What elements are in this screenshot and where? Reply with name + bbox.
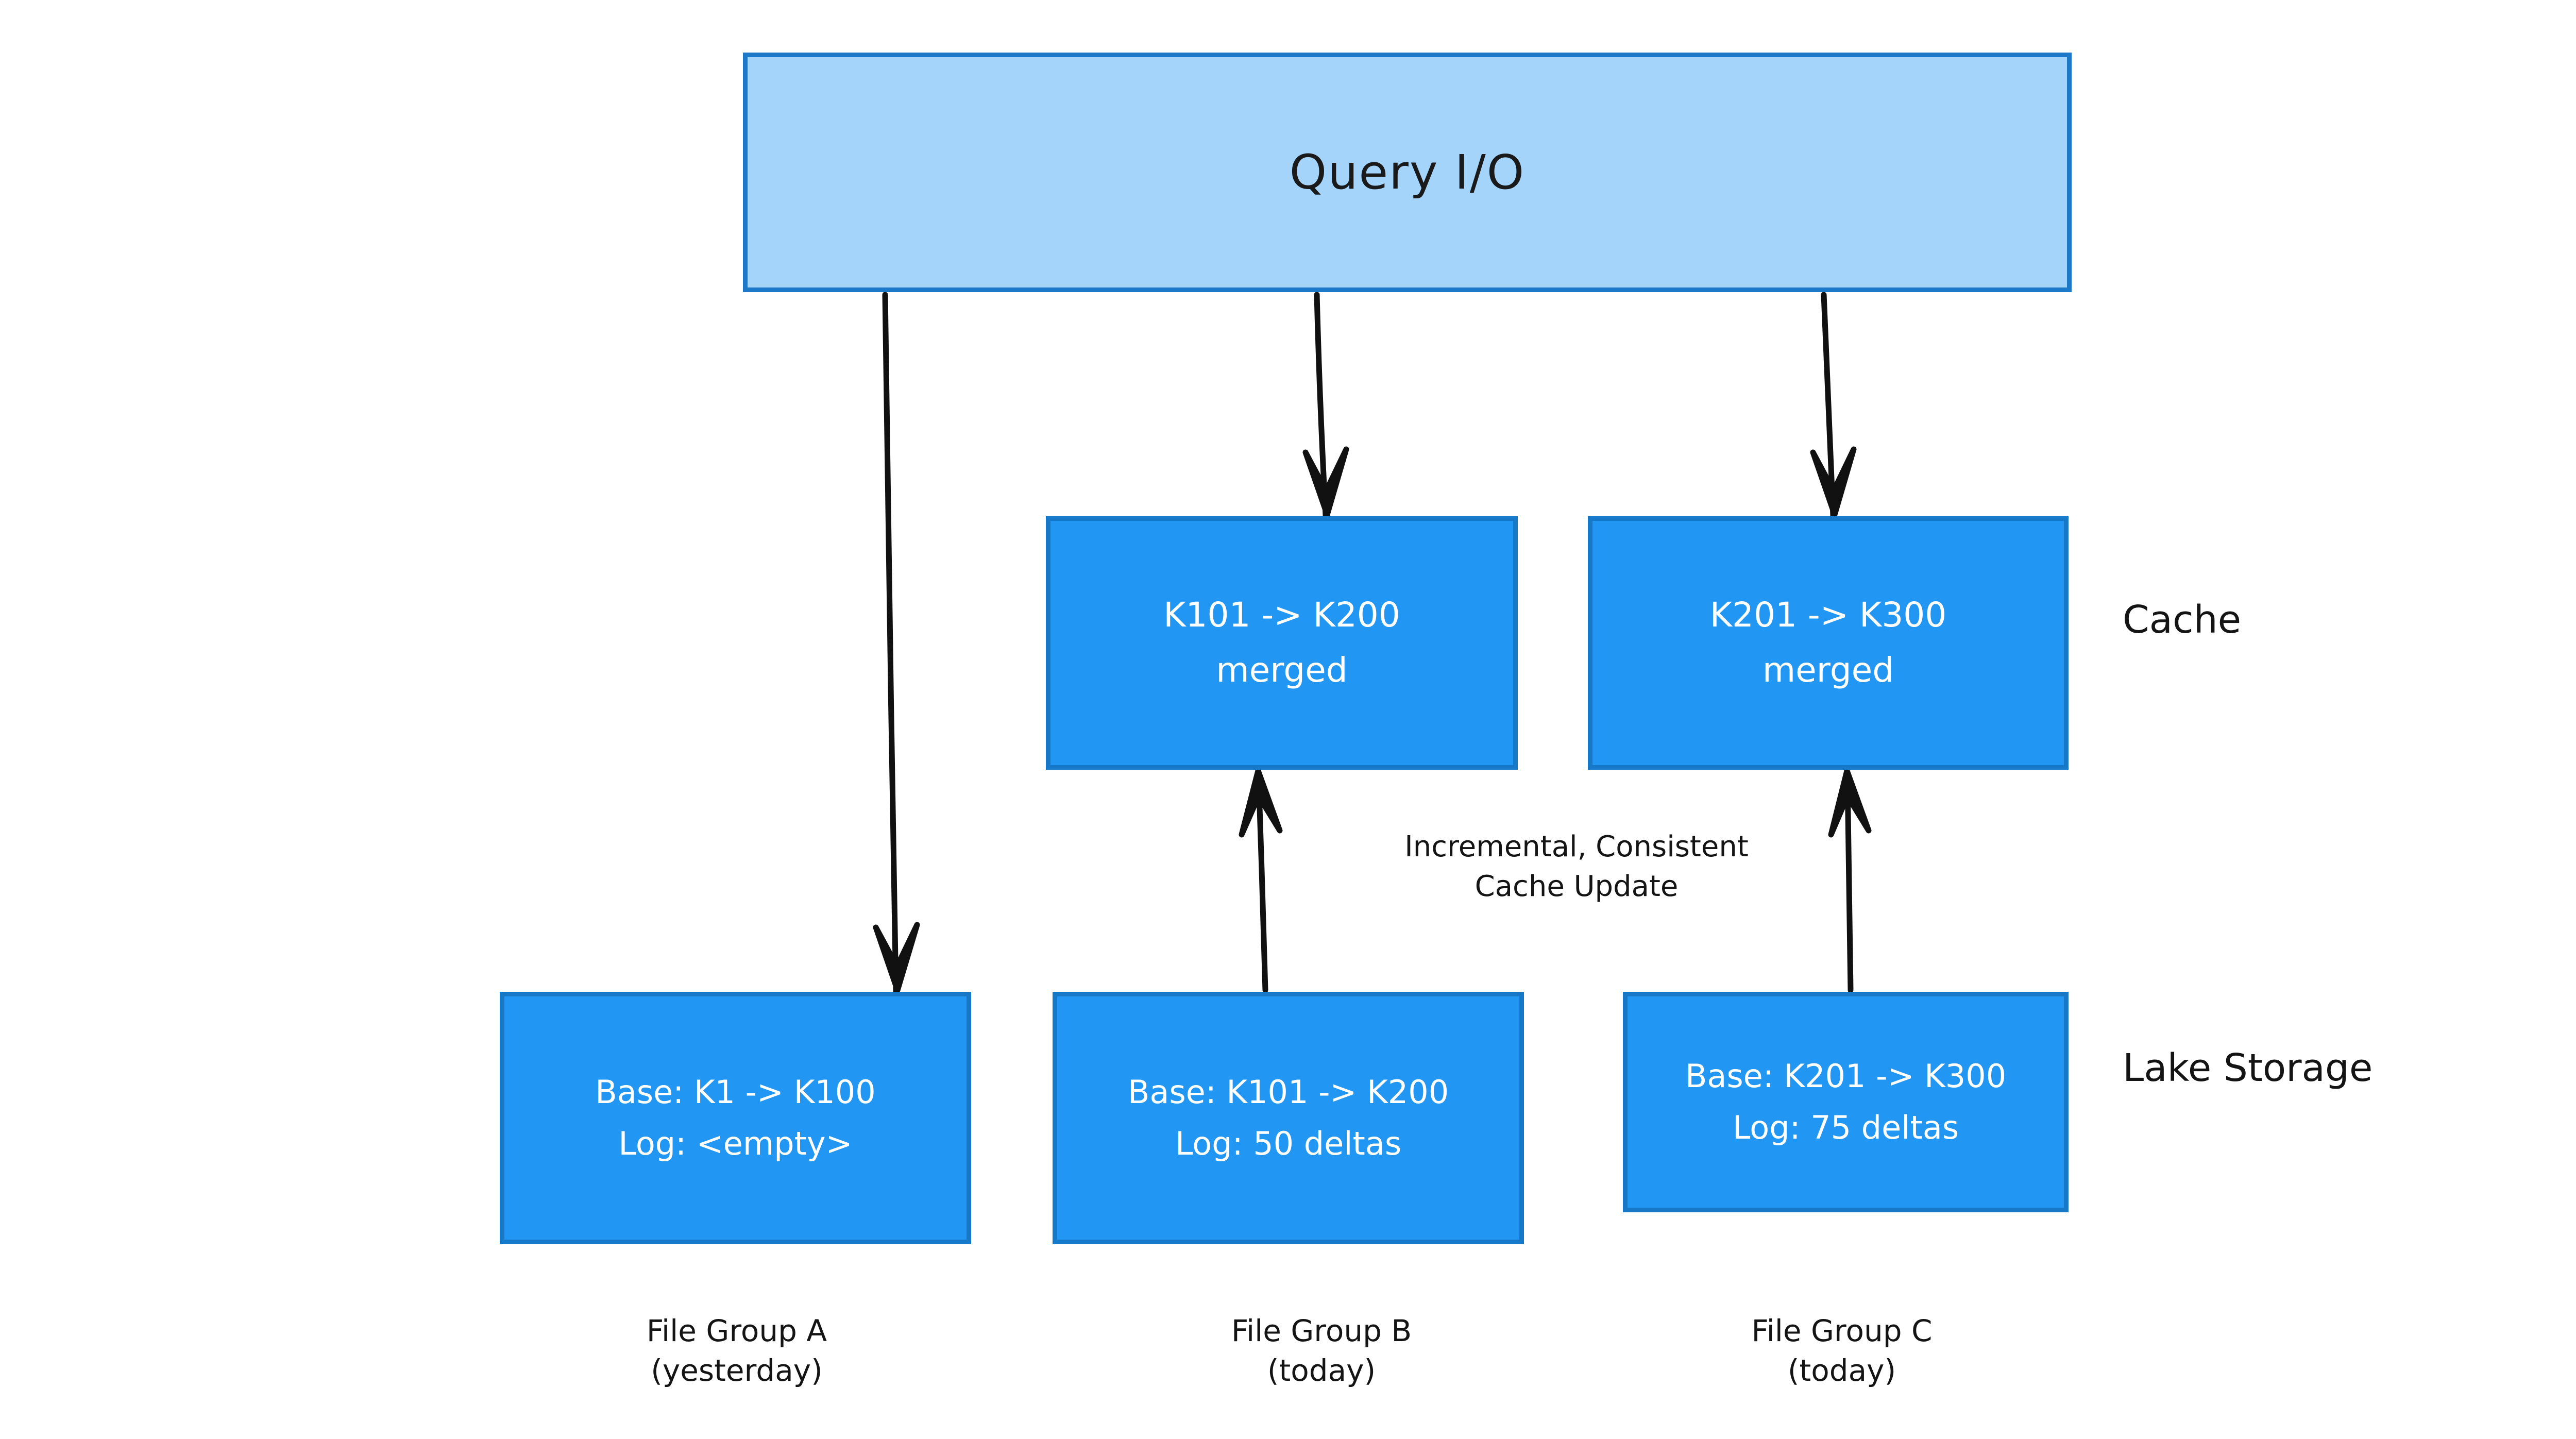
node-lake-b[interactable]: Base: K101 -> K200 Log: 50 deltas — [1053, 992, 1524, 1244]
lake-a-base: Base: K1 -> K100 — [595, 1073, 876, 1111]
arrow-lake-c-to-cache-c — [1828, 768, 1872, 993]
caption-c-name: File Group C — [1751, 1313, 1933, 1348]
node-cache-c[interactable]: K201 -> K300 merged — [1588, 516, 2069, 770]
lake-b-base: Base: K101 -> K200 — [1127, 1073, 1449, 1111]
edge-annotation-line-1: Incremental, Consistent — [1404, 830, 1749, 864]
lake-c-base: Base: K201 -> K300 — [1685, 1057, 2007, 1095]
cache-b-state: merged — [1216, 650, 1348, 690]
lake-c-log: Log: 75 deltas — [1732, 1109, 1959, 1146]
edge-annotation-line-2: Cache Update — [1475, 870, 1679, 904]
caption-c-when: (today) — [1787, 1353, 1896, 1389]
node-lake-c[interactable]: Base: K201 -> K300 Log: 75 deltas — [1623, 992, 2069, 1212]
lake-b-log: Log: 50 deltas — [1175, 1125, 1402, 1162]
query-io-label: Query I/O — [1289, 145, 1526, 200]
cache-c-range: K201 -> K300 — [1709, 595, 1947, 635]
node-cache-b[interactable]: K101 -> K200 merged — [1046, 516, 1518, 770]
arrow-queryio-to-cache-c — [1810, 292, 1857, 518]
arrow-lake-b-to-cache-b — [1239, 768, 1283, 993]
caption-file-group-c: File Group C (today) — [1751, 1311, 1932, 1391]
edge-annotation-cache-update: Incremental, Consistent Cache Update — [1404, 827, 1749, 907]
caption-file-group-b: File Group B (today) — [1231, 1311, 1412, 1391]
lake-a-log: Log: <empty> — [618, 1125, 853, 1162]
caption-a-name: File Group A — [646, 1313, 827, 1348]
tier-label-cache: Cache — [2123, 598, 2242, 642]
cache-b-range: K101 -> K200 — [1163, 595, 1400, 635]
node-lake-a[interactable]: Base: K1 -> K100 Log: <empty> — [500, 992, 971, 1244]
caption-file-group-a: File Group A (yesterday) — [647, 1311, 827, 1391]
cache-c-state: merged — [1762, 650, 1894, 690]
caption-b-when: (today) — [1267, 1353, 1376, 1389]
caption-a-when: (yesterday) — [651, 1353, 823, 1389]
tier-label-lake-storage: Lake Storage — [2123, 1046, 2373, 1090]
caption-b-name: File Group B — [1231, 1313, 1412, 1348]
arrow-queryio-to-cache-b — [1302, 292, 1349, 518]
arrow-queryio-to-lake-a — [873, 292, 920, 994]
node-query-io[interactable]: Query I/O — [743, 53, 2072, 292]
